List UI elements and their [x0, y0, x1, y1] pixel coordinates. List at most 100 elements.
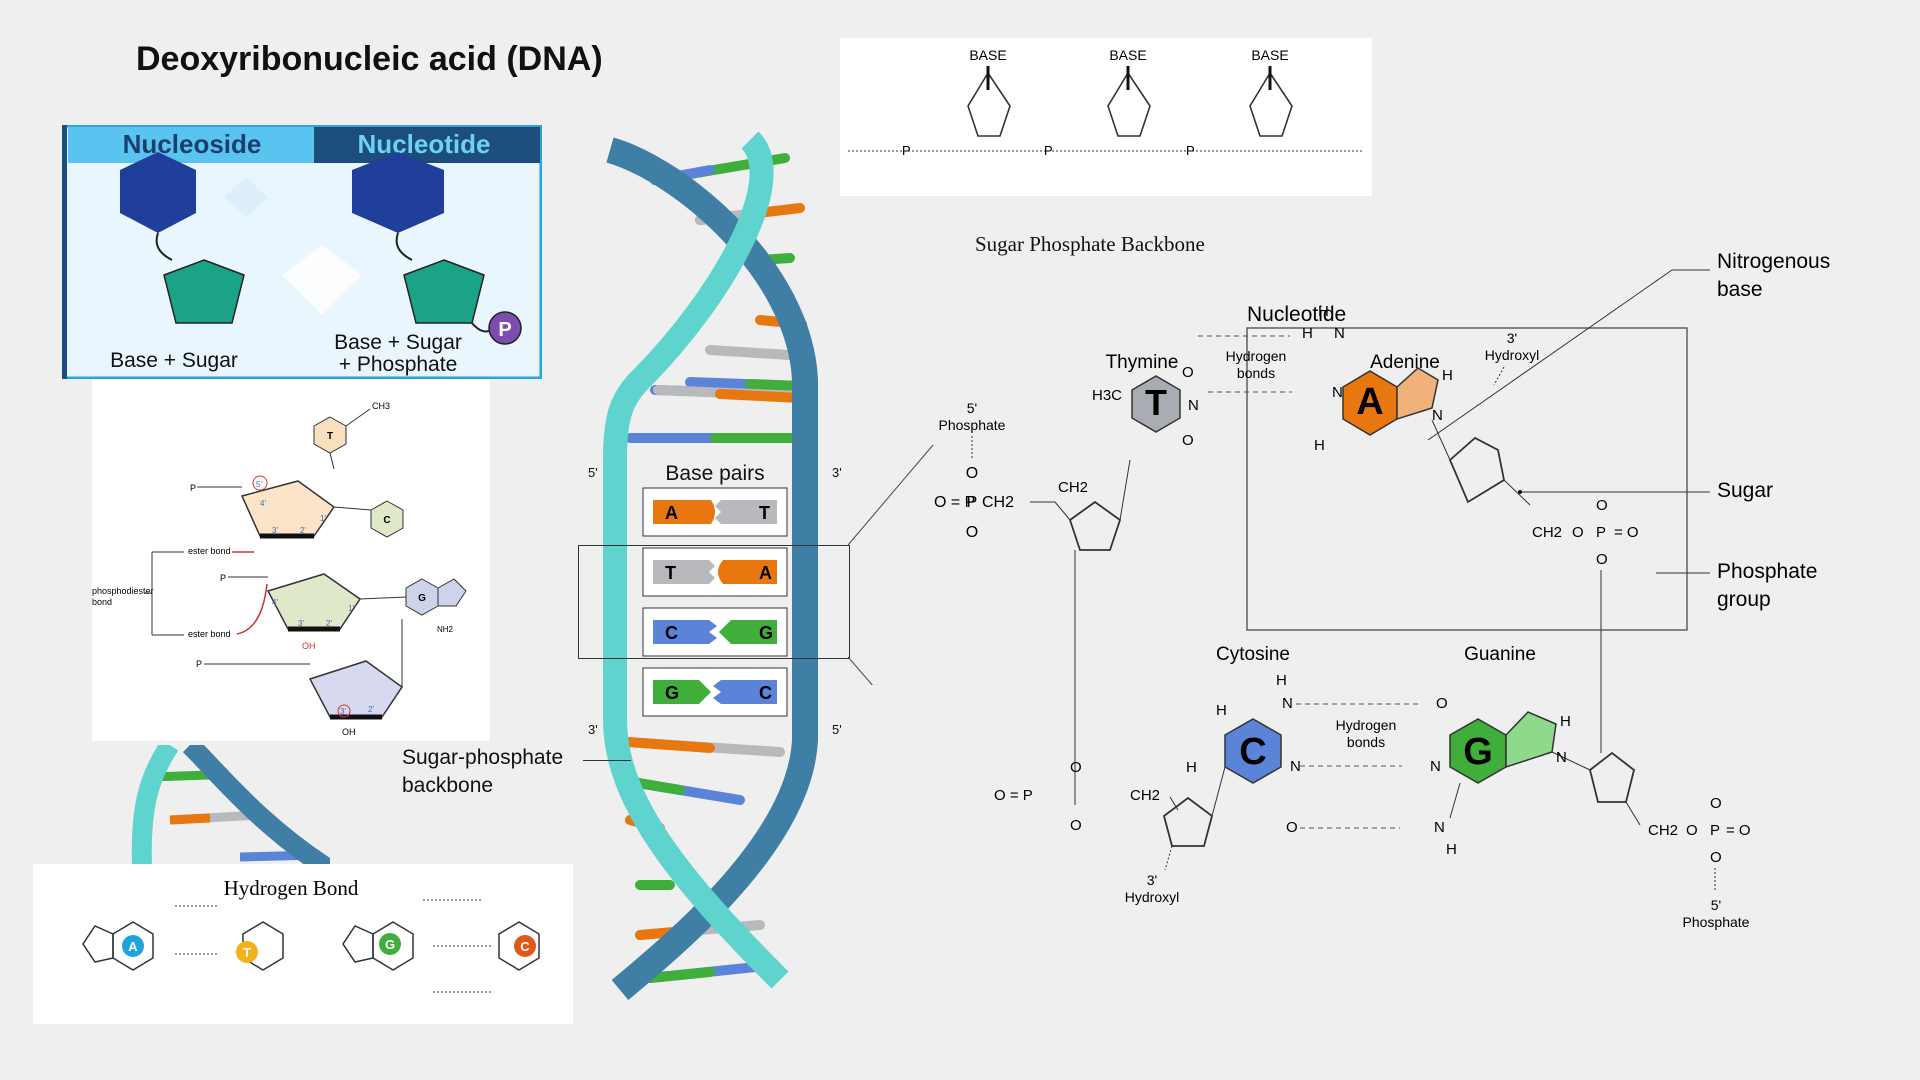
nitrogen-atom: N	[1434, 819, 1445, 836]
base-letter: T	[759, 503, 770, 523]
oh-label-bottom: OH	[342, 727, 356, 737]
base-letter: G	[759, 623, 773, 643]
nitrogen-atom: N	[1334, 325, 1345, 342]
nh2-label: NH2	[437, 625, 454, 634]
chemistry-structure-panel: T CH3 4' 3' 2' 1' 5' P C ester bond phos…	[92, 379, 490, 741]
ester-bond-label-top: ester bond	[188, 546, 231, 556]
p-atom: P	[190, 483, 196, 493]
five-phosphate-label: 5'	[967, 400, 977, 416]
hbond-letter: A	[128, 939, 138, 954]
p-atom: P	[196, 659, 202, 669]
zoom-lines	[848, 445, 934, 685]
base-pair-row: G C	[642, 667, 788, 717]
cytosine-letter: C	[383, 515, 390, 526]
backbone-unit: BASE	[967, 47, 1011, 137]
nitrogen-atom: N	[1432, 407, 1443, 424]
base-letter: C	[759, 683, 772, 703]
base-pair-row: C G	[642, 607, 788, 657]
oxygen-atom: O	[966, 465, 978, 482]
phosphorus-atom: P	[1710, 822, 1720, 839]
nucleotide-label: Nucleotide	[1247, 303, 1346, 326]
prime-label: 2'	[326, 619, 332, 628]
adenine-circle-icon	[122, 935, 144, 957]
backbone-unit: BASE	[1107, 47, 1151, 137]
thymine-letter: T	[1145, 382, 1167, 423]
nitrogenous-label-line1: Nitrogenous	[1717, 250, 1830, 273]
backbone-structure-panel: BASE BASE BASE P P P	[840, 38, 1372, 196]
guanine-letter: G	[418, 593, 426, 604]
prime-label: 1'	[348, 604, 354, 613]
hydrogen-atom: H	[1314, 437, 1325, 454]
backbone-label-line1: Sugar-phosphate	[402, 746, 564, 769]
oxygen-double-bond: = O	[1726, 822, 1751, 839]
ch2-label: CH2	[1058, 479, 1088, 496]
hbond-svg: Hydrogen Bond A T G C	[82, 876, 540, 993]
prime-label: 3'	[832, 465, 842, 480]
oxygen-atom: O	[1286, 819, 1298, 836]
three-hydroxyl-label: 3'	[1507, 330, 1517, 346]
oxygen-atom: O	[1710, 849, 1722, 866]
phosphorus-atom: P	[1596, 524, 1606, 541]
oxygen-atom: O	[1070, 759, 1082, 776]
dark-strand	[606, 137, 818, 1000]
hbond-title: Hydrogen Bond	[224, 876, 359, 900]
oxygen-double-bond: O = P	[934, 494, 975, 511]
hydrogen-atom: H	[1318, 303, 1329, 320]
hbond-letter: G	[385, 937, 395, 952]
ch2-label: CH2	[1648, 822, 1678, 839]
sugar-ring-icon	[1162, 796, 1214, 847]
nitrogenous-label-line2: base	[1717, 278, 1763, 301]
thymine-letter: T	[327, 431, 333, 442]
hydrogen-atom: H	[1302, 325, 1313, 342]
sugar-ring-icon	[1068, 500, 1122, 551]
nitrogen-atom: N	[1282, 695, 1293, 712]
ch3-label: CH3	[372, 401, 390, 411]
backbone-unit: BASE	[1249, 47, 1293, 137]
base-pair-row: A T	[642, 487, 788, 537]
base-letter: A	[759, 563, 772, 583]
nitrogen-atom: N	[1556, 749, 1567, 766]
prime-label: 5'	[588, 465, 598, 480]
nucleo-svg: Nucleoside Nucleotide Base + Sugar P Bas…	[59, 122, 545, 382]
nitrogen-atom: N	[1430, 758, 1441, 775]
prime-label: 2'	[368, 705, 374, 714]
cytosine-circle-icon	[514, 935, 536, 957]
nitrogen-atom: N	[1188, 397, 1199, 414]
oxygen-atom: O	[1182, 364, 1194, 381]
adenine-label: Adenine	[1370, 352, 1440, 373]
oxygen-atom: O	[966, 524, 978, 541]
base-hexagon-icon	[352, 152, 444, 233]
ch2-label: CH2	[1532, 524, 1562, 541]
base-pairs-label: Base pairs	[665, 462, 764, 485]
thymine-label: Thymine	[1106, 352, 1179, 373]
p-atom: P	[1186, 143, 1195, 158]
nucleotide-caption-line2: + Phosphate	[339, 353, 458, 376]
three-hydroxyl-label: Hydroxyl	[1485, 347, 1539, 363]
phosphate-group-label-line1: Phosphate	[1717, 560, 1817, 583]
cytosine-label: Cytosine	[1216, 644, 1290, 665]
backbone-svg: BASE BASE BASE P P P	[848, 47, 1364, 158]
hydrogen-bond-panel: Hydrogen Bond A T G C	[33, 864, 573, 1024]
oxygen-atom: O	[1182, 432, 1194, 449]
oxygen-atom: O	[1070, 817, 1082, 834]
h3c-label: H3C	[1092, 387, 1122, 404]
three-hydroxyl-label: Hydroxyl	[1125, 889, 1179, 905]
hydrogen-atom: H	[1560, 713, 1571, 730]
nucleotide-header-bg	[314, 127, 540, 163]
oxygen-double-bond: = O	[1614, 524, 1639, 541]
p-atom: P	[1044, 143, 1053, 158]
base-label: BASE	[1251, 47, 1288, 63]
phosphorus-atom: P	[967, 494, 978, 511]
nucleotide-header: Nucleotide	[358, 129, 491, 159]
nitrogen-atom: N	[1290, 758, 1301, 775]
nucleoside-header-bg	[68, 127, 314, 163]
sugar-pentagon-icon	[403, 259, 485, 324]
oxygen-atom: O	[1686, 822, 1698, 839]
prime-label: 3'	[272, 526, 278, 535]
base-letter: T	[665, 563, 676, 583]
base-letter: G	[665, 683, 679, 703]
sugar-ring-icon	[1448, 436, 1506, 504]
oxygen-atom: O	[1436, 695, 1448, 712]
hydrogen-atom: H	[1216, 702, 1227, 719]
base-pairs-svg: Base pairs A T T A C G G C	[642, 462, 788, 717]
